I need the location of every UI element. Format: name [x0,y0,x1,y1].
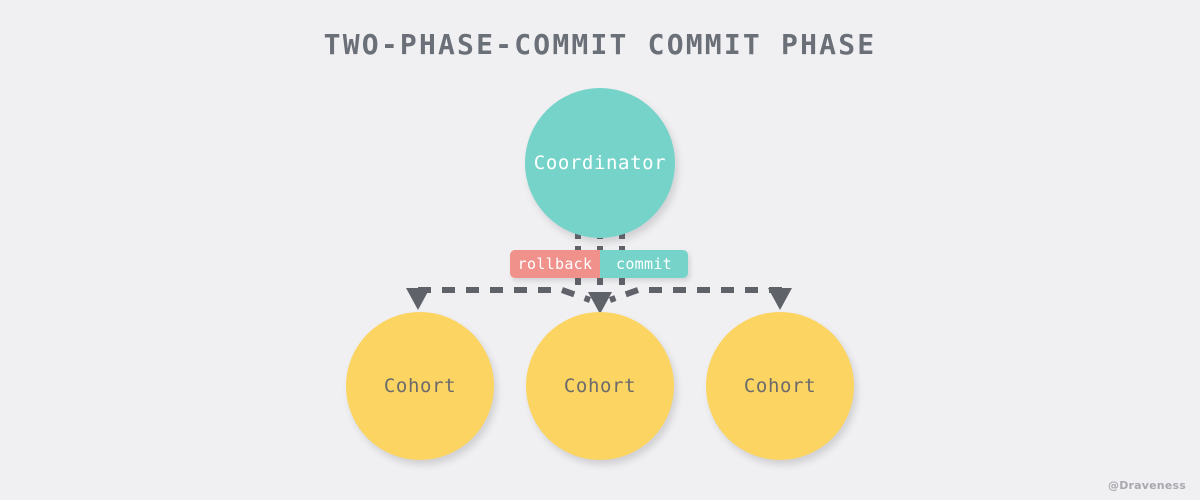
badge-commit-label: commit [616,255,672,273]
node-cohort-left[interactable]: Cohort [346,312,494,460]
badge-rollback-label: rollback [517,255,593,273]
arrowhead-cohort-center [588,292,612,314]
decision-badge-group: rollback commit [510,250,688,278]
arrowhead-cohort-left [406,288,430,310]
node-cohort-right[interactable]: Cohort [706,312,854,460]
node-cohort-right-label: Cohort [743,375,817,397]
badge-stub-lines [575,278,625,292]
arrowhead-cohort-right [768,288,792,310]
badge-commit[interactable]: commit [600,250,688,278]
node-cohort-center[interactable]: Cohort [526,312,674,460]
connector-right [608,287,782,303]
node-coordinator[interactable]: Coordinator [525,88,675,238]
node-cohort-center-label: Cohort [563,375,637,397]
node-coordinator-label: Coordinator [533,152,667,174]
watermark: @Draveness [1108,479,1186,492]
page-title: TWO-PHASE-COMMIT COMMIT PHASE [323,28,877,61]
connector-left [418,287,592,303]
node-cohort-left-label: Cohort [383,375,457,397]
badge-rollback[interactable]: rollback [510,250,600,278]
